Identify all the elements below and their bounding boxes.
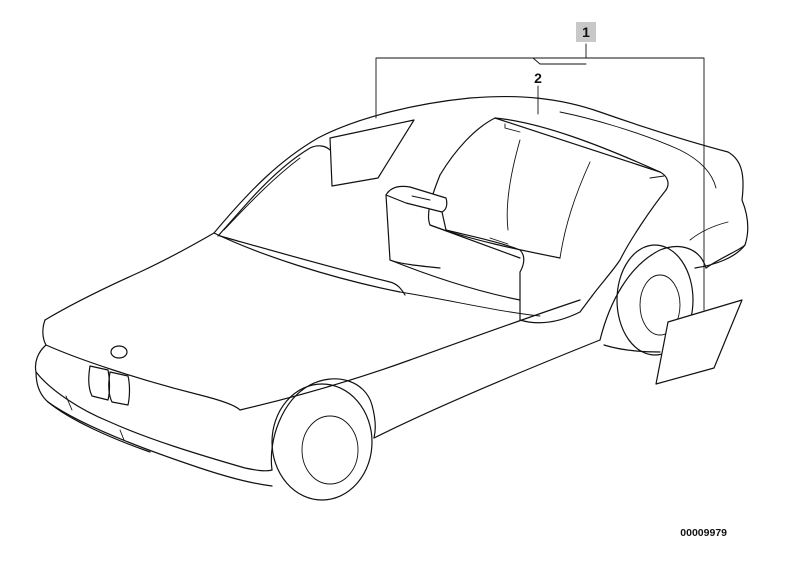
sheet-left <box>329 119 415 187</box>
callout-1[interactable]: 1 <box>576 22 596 42</box>
callout-2[interactable]: 2 <box>534 70 542 86</box>
callout-2-label: 2 <box>534 70 542 86</box>
callout-lines <box>375 43 705 311</box>
sheet-right <box>655 299 743 385</box>
side-panel <box>385 185 593 324</box>
document-code: 00009979 <box>680 527 727 539</box>
callout-1-label: 1 <box>582 24 590 40</box>
callout-1-highlight <box>576 22 596 42</box>
rear-shelf-cover <box>427 117 669 297</box>
car-outline <box>34 95 749 501</box>
